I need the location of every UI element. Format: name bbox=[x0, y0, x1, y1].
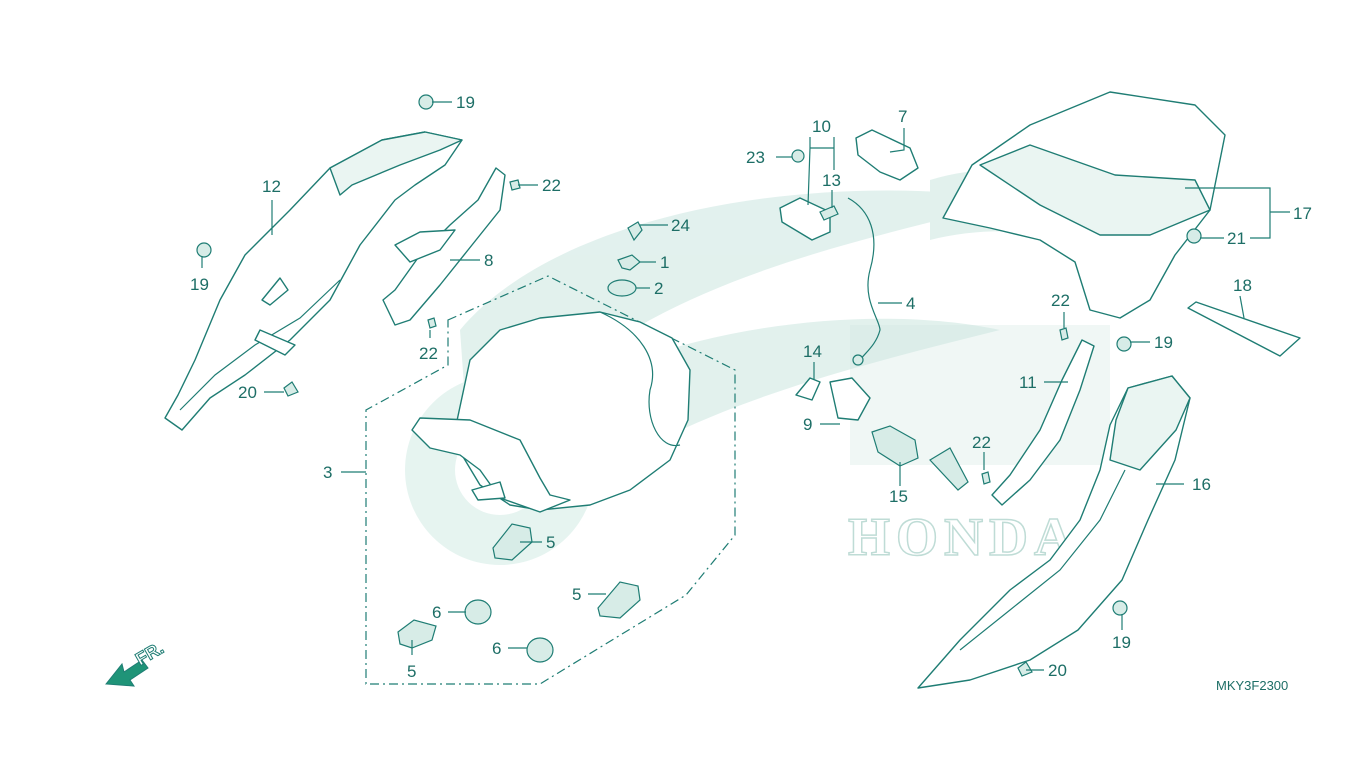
clips bbox=[196, 94, 1202, 677]
callout-6-upper: 6 bbox=[432, 603, 441, 622]
seat-hardware bbox=[397, 523, 641, 663]
callout-22-right: 22 bbox=[1051, 291, 1070, 310]
callout-13: 13 bbox=[822, 171, 841, 190]
tail-trim-strip bbox=[1187, 301, 1301, 357]
main-seat bbox=[411, 311, 691, 513]
callout-24: 24 bbox=[671, 216, 690, 235]
callout-23: 23 bbox=[746, 148, 765, 167]
callout-16: 16 bbox=[1192, 475, 1211, 494]
callout-9: 9 bbox=[803, 415, 812, 434]
inner-bracket-right bbox=[991, 339, 1095, 506]
inner-bracket-left bbox=[382, 167, 506, 326]
seat-lock-cable bbox=[847, 197, 881, 366]
callout-18: 18 bbox=[1233, 276, 1252, 295]
seat-latch bbox=[855, 129, 919, 181]
callout-1: 1 bbox=[660, 253, 669, 272]
callout-6-lower: 6 bbox=[492, 639, 501, 658]
watermark-text: HONDA bbox=[848, 507, 1079, 567]
callout-2: 2 bbox=[654, 279, 663, 298]
seat-lock-bracket bbox=[779, 149, 839, 241]
callout-11: 11 bbox=[1019, 373, 1037, 392]
arrow-icon bbox=[105, 659, 149, 687]
front-direction-arrow: FR. bbox=[105, 637, 168, 687]
callout-15: 15 bbox=[889, 487, 908, 506]
callout-5-right: 5 bbox=[572, 585, 581, 604]
lock-mount-bracket bbox=[795, 377, 871, 421]
callout-22-left: 22 bbox=[419, 344, 438, 363]
callout-17: 17 bbox=[1293, 204, 1312, 223]
callout-8: 8 bbox=[484, 251, 493, 270]
seat-lock-cylinder bbox=[871, 425, 969, 491]
callout-19-bottom: 19 bbox=[1112, 633, 1131, 652]
callout-5-lower: 5 bbox=[407, 662, 416, 681]
callout-20-left: 20 bbox=[238, 383, 257, 402]
callout-5-upper: 5 bbox=[546, 533, 555, 552]
callout-10: 10 bbox=[812, 117, 831, 136]
callout-7: 7 bbox=[898, 107, 907, 126]
callout-21: 21 bbox=[1227, 229, 1246, 248]
left-side-cover bbox=[164, 131, 463, 431]
callout-22-center: 22 bbox=[972, 433, 991, 452]
callout-22-top: 22 bbox=[542, 176, 561, 195]
leader-lines bbox=[201, 101, 1290, 671]
callout-12: 12 bbox=[262, 177, 281, 196]
callout-19-top-left: 19 bbox=[456, 93, 475, 112]
callout-4: 4 bbox=[906, 294, 915, 313]
callout-14: 14 bbox=[803, 342, 822, 361]
callout-19-right: 19 bbox=[1154, 333, 1173, 352]
callout-19-left: 19 bbox=[190, 275, 209, 294]
right-side-cover bbox=[917, 375, 1191, 689]
callout-labels: 19 12 19 20 22 8 22 24 1 2 3 5 5 5 6 6 2… bbox=[190, 93, 1312, 681]
callout-20-bottom: 20 bbox=[1048, 661, 1067, 680]
reference-code: MKY3F2300 bbox=[1216, 678, 1288, 693]
callout-3: 3 bbox=[323, 463, 332, 482]
seat-fasteners bbox=[607, 221, 643, 297]
pillion-seat bbox=[942, 91, 1226, 319]
